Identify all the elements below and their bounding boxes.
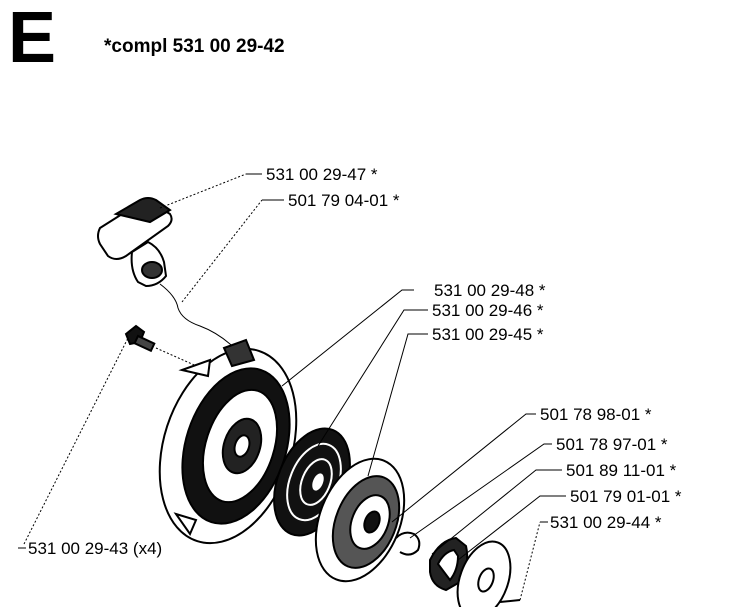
part-label-531-00-29-47: 531 00 29-47 * (266, 165, 378, 184)
pawl (429, 536, 469, 592)
part-label-501-79-01-01: 501 79 01-01 * (570, 487, 682, 506)
part-label-531-00-29-43: 531 00 29-43 (x4) (28, 539, 162, 558)
clip-part (395, 531, 421, 556)
part-label-501-78-97-01: 501 78 97-01 * (556, 435, 668, 454)
starter-handle (97, 197, 173, 288)
part-label-501-79-04-01: 501 79 04-01 * (288, 191, 400, 210)
assembly-title: *compl 531 00 29-42 (104, 36, 285, 57)
washer-disc (456, 540, 521, 607)
part-label-501-89-11-01: 501 89 11-01 * (566, 461, 677, 480)
part-label-531-00-29-46: 531 00 29-46 * (432, 301, 544, 320)
part-label-531-00-29-45: 531 00 29-45 * (432, 325, 544, 344)
section-letter: E (8, 0, 57, 78)
starter-rope (159, 283, 241, 357)
starter-housing (158, 338, 298, 545)
screw (124, 324, 156, 353)
leader-lines (18, 173, 566, 601)
part-label-531-00-29-44: 531 00 29-44 * (550, 513, 662, 532)
rope-pulley (314, 457, 406, 583)
part-label-531-00-29-48: 531 00 29-48 * (434, 281, 546, 300)
part-label-501-78-98-01: 501 78 98-01 * (540, 405, 652, 424)
